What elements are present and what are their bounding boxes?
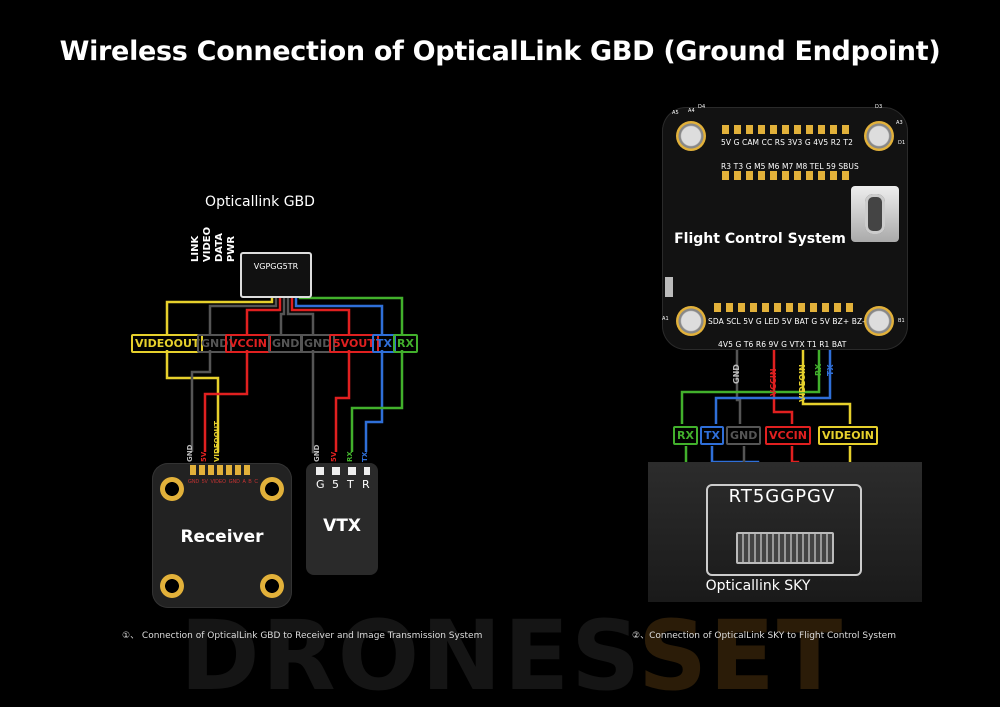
wire-vtx-5v (334, 350, 351, 452)
mount-hole (864, 121, 894, 151)
wire-vtx-gnd (311, 350, 319, 454)
sky-label: Opticallink SKY (705, 578, 811, 594)
fc-corner-mark: A1 (662, 316, 669, 322)
receiver-label: Receiver (180, 527, 264, 547)
mount-hole (260, 477, 284, 501)
footnote-left: ①、 Connection of OpticalLink GBD to Rece… (122, 631, 483, 641)
sky-socket (736, 532, 834, 564)
gbd-tag-5vout: 5VOUT (329, 334, 379, 353)
wire-gnd-3 (286, 296, 315, 334)
mount-hole (260, 574, 284, 598)
sky-code: RT5GGPGV (728, 486, 836, 507)
vtx-pin-5: 5 (332, 478, 339, 491)
indicator-link: LINK (190, 235, 201, 262)
mount-hole (676, 121, 706, 151)
sky-tag-gnd: GND (726, 426, 762, 445)
mount-hole (864, 306, 894, 336)
indicator-data: DATA (214, 232, 225, 262)
vtx-module (306, 463, 378, 575)
gbd-tag-vccin: VCCIN (225, 334, 271, 353)
vtx-wire-5v: 5V (330, 451, 338, 462)
sky-tag-videoin: VIDEOIN (818, 426, 878, 445)
page-title: Wireless Connection of OpticalLink GBD (… (59, 36, 941, 67)
fc-wire-vccin: VCCIN (769, 368, 778, 396)
fc-label: Flight Control System (674, 231, 846, 247)
wire-vccin (245, 296, 282, 334)
usb-c-opening (865, 194, 885, 234)
fc-pad-strip-mid (722, 171, 852, 180)
vtx-wire-rx: RX (346, 451, 354, 462)
watermark: DRONESSET (180, 600, 845, 707)
gbd-caption: Opticallink GBD (205, 194, 315, 210)
wire-gnd-2 (279, 296, 286, 334)
receiver-wire-5v: 5V (200, 451, 208, 462)
mount-hole (676, 306, 706, 336)
fc-pad-labels-2: R3 T3 G M5 M6 M7 M8 TEL 59 SBUS (721, 162, 859, 171)
wire-rx-5v (203, 350, 249, 452)
fc-button (665, 277, 673, 297)
gbd-tag-gnd: GND (197, 334, 233, 353)
mount-hole (160, 477, 184, 501)
wire-vtx-tx (364, 350, 384, 452)
footnote-right: ②、Connection of OpticalLink SKY to Fligh… (632, 631, 896, 641)
fc-wire-rx: RX (814, 363, 823, 376)
wire-fc-gnd (735, 350, 742, 424)
gbd-tag-gnd: GND (300, 334, 336, 353)
sky-connector-frame (706, 484, 862, 576)
indicator-video: VIDEO (202, 226, 213, 262)
wire-rx-gnd (190, 350, 212, 452)
fc-wire-videoin: VIDEOIN (798, 364, 807, 402)
fc-pad-strip-top (722, 125, 852, 134)
sky-tag-rx: RX (673, 426, 698, 445)
fc-pad-strip-low (714, 303, 854, 312)
wire-fc-videoin (801, 350, 852, 424)
sky-tag-tx: TX (700, 426, 724, 445)
wire-videoout (165, 296, 274, 334)
wire-fc-vccin (772, 350, 794, 424)
wire-gnd-1 (208, 296, 278, 334)
fc-pad-labels-1: 5V G CAM CC RS 3V3 G 4V5 R2 T2 (721, 138, 853, 147)
vtx-pin-r: R (362, 478, 370, 491)
fc-corner-mark: B1 (898, 318, 905, 324)
vtx-header-pins (316, 467, 370, 475)
receiver-wire-videoout: VIDEOOUT (213, 421, 221, 462)
gbd-tag-videoout: VIDEOOUT (131, 334, 204, 353)
fc-corner-mark: A3 (896, 120, 903, 126)
fc-corner-mark: D1 (898, 140, 906, 146)
wire-5vout (290, 296, 351, 334)
gbd-tag-gnd: GND (268, 334, 304, 353)
wire-fc-tx (714, 350, 832, 424)
fc-corner-mark: D4 (698, 104, 706, 110)
vtx-wire-gnd: GND (313, 444, 321, 462)
fc-corner-mark: A4 (688, 108, 695, 114)
wire-fc-rx (680, 350, 821, 424)
receiver-pin-labels: GND 5V VIDEO GND A B C (188, 479, 258, 485)
fc-corner-mark: A5 (672, 110, 679, 116)
vtx-pin-g: G (316, 478, 325, 491)
fc-pad-labels-4: 4V5 G T6 R6 9V G VTX T1 R1 BAT (718, 340, 847, 349)
wire-tx (294, 296, 384, 334)
fc-wire-gnd: GND (732, 364, 741, 384)
wire-rx (298, 296, 404, 334)
vtx-label: VTX (323, 516, 361, 536)
vtx-wire-tx: TX (361, 451, 369, 462)
receiver-module: GND 5V VIDEO GND A B C (152, 463, 292, 608)
receiver-wire-gnd: GND (186, 444, 194, 462)
indicator-pwr: PWR (226, 235, 237, 262)
sky-tag-vccin: VCCIN (765, 426, 811, 445)
fc-pad-labels-3: SDA SCL 5V G LED 5V BAT G 5V BZ+ BZ- (708, 317, 865, 326)
usb-c-port (851, 186, 899, 242)
wire-vtx-rx (350, 350, 404, 452)
fc-wire-tx: TX (826, 364, 835, 376)
receiver-header-pins (190, 465, 252, 475)
gbd-chip: VGPGG5TR (240, 252, 312, 298)
gbd-chip-label: VGPGG5TR (253, 262, 299, 271)
mount-hole (160, 574, 184, 598)
vtx-pin-t: T (347, 478, 354, 491)
fc-corner-mark: D3 (875, 104, 883, 110)
gbd-tag-rx: RX (393, 334, 418, 353)
